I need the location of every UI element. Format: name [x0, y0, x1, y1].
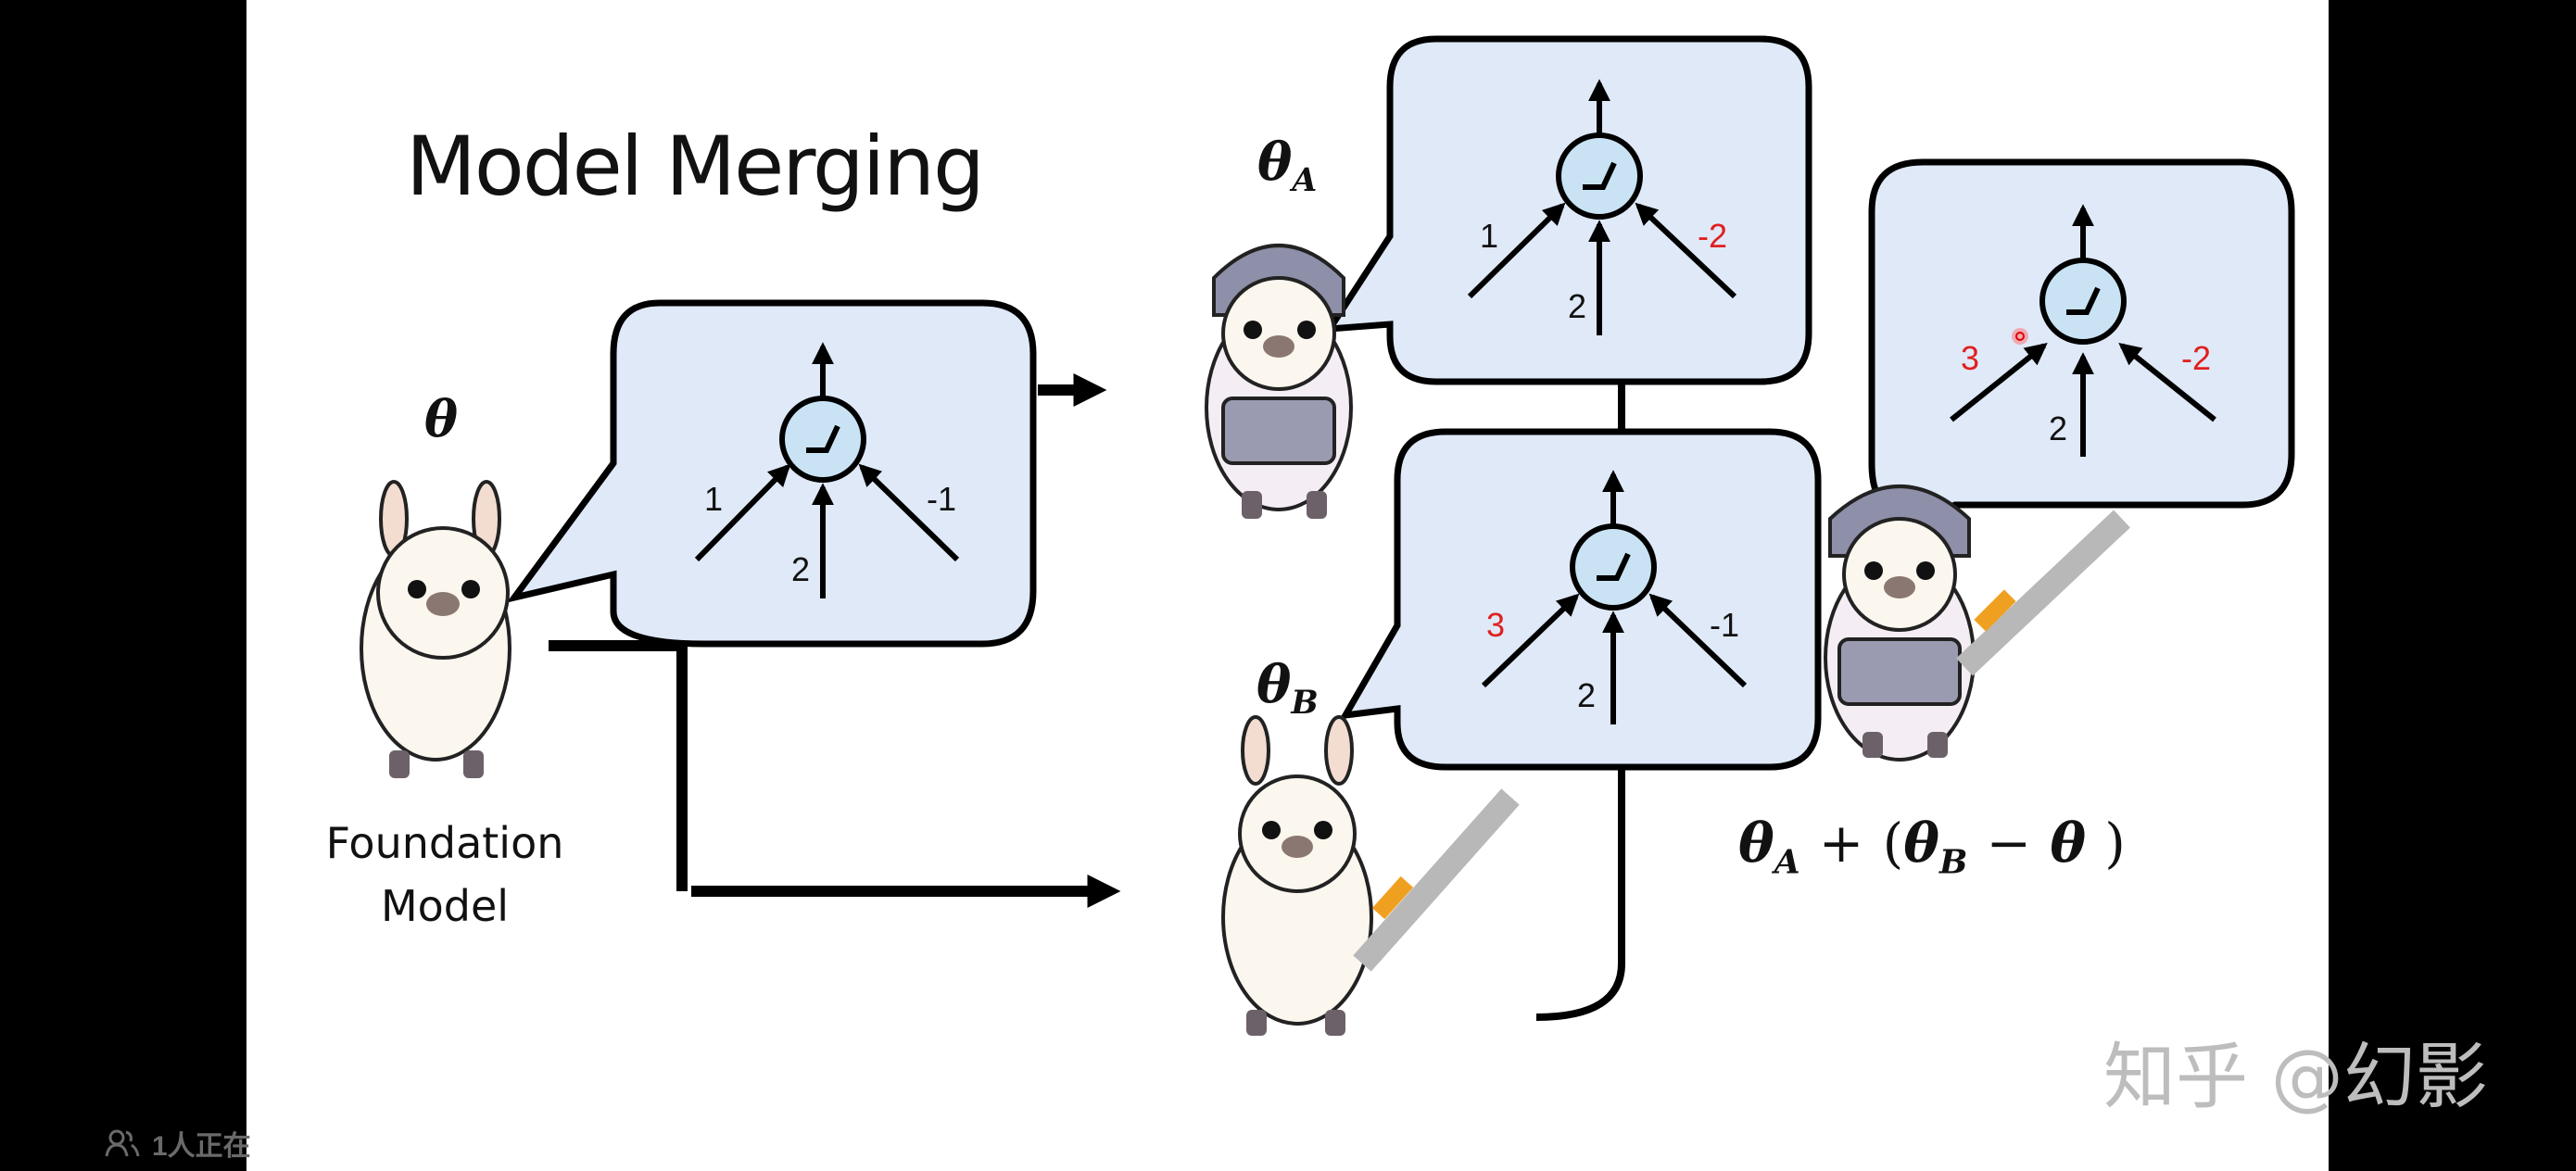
merge-formula: θA + (θB − θ ) — [1738, 812, 2126, 882]
llama-sword-b-icon — [1221, 715, 1520, 1036]
model-b-weight-right: -1 — [1710, 606, 1740, 644]
people-icon — [105, 1129, 140, 1157]
model-b-weight-left: 3 — [1486, 606, 1506, 644]
model-a-bubble — [1323, 35, 1812, 385]
watermark: 知乎 @幻影 — [2103, 1036, 2488, 1119]
merged-weight-left: 3 — [1961, 339, 1980, 377]
foundation-bubble — [506, 299, 1037, 648]
llama-armored-a-icon — [1205, 244, 1353, 519]
llama-merged-icon — [1824, 485, 2130, 762]
foundation-model-caption: Foundation Model — [325, 818, 564, 931]
model-b-weight-middle: 2 — [1577, 676, 1597, 714]
merged-weight-middle: 2 — [2049, 409, 2068, 447]
foundation-weight-right: -1 — [927, 480, 957, 518]
neuron-foundation — [694, 342, 960, 598]
laser-pointer-dot — [2012, 328, 2028, 345]
flow-connectors — [549, 373, 1121, 908]
model-a-weight-right: -2 — [1698, 217, 1728, 255]
theta-a-label: θA — [1257, 132, 1318, 200]
neuron-model-b — [1481, 470, 1748, 724]
viewers-text: 1人正在 — [152, 1131, 251, 1162]
neuron-merged — [1950, 204, 2216, 457]
merged-bubble — [1860, 158, 2295, 541]
model-a-weight-left: 1 — [1480, 217, 1499, 255]
neuron-model-a — [1467, 79, 1737, 335]
merge-connectors — [1535, 382, 1625, 1021]
foundation-weight-middle: 2 — [791, 550, 811, 588]
theta-b-label: θB — [1256, 654, 1319, 723]
merged-weight-right: -2 — [2181, 339, 2212, 377]
theta-foundation-label: θ — [424, 389, 459, 448]
llama-foundation-icon — [360, 480, 511, 778]
model-a-weight-middle: 2 — [1568, 287, 1587, 325]
foundation-weight-left: 1 — [704, 480, 724, 518]
viewers-indicator: 1人正在 — [104, 1123, 251, 1164]
model-b-bubble — [1339, 428, 1822, 771]
slide-title: Model Merging — [406, 119, 985, 214]
